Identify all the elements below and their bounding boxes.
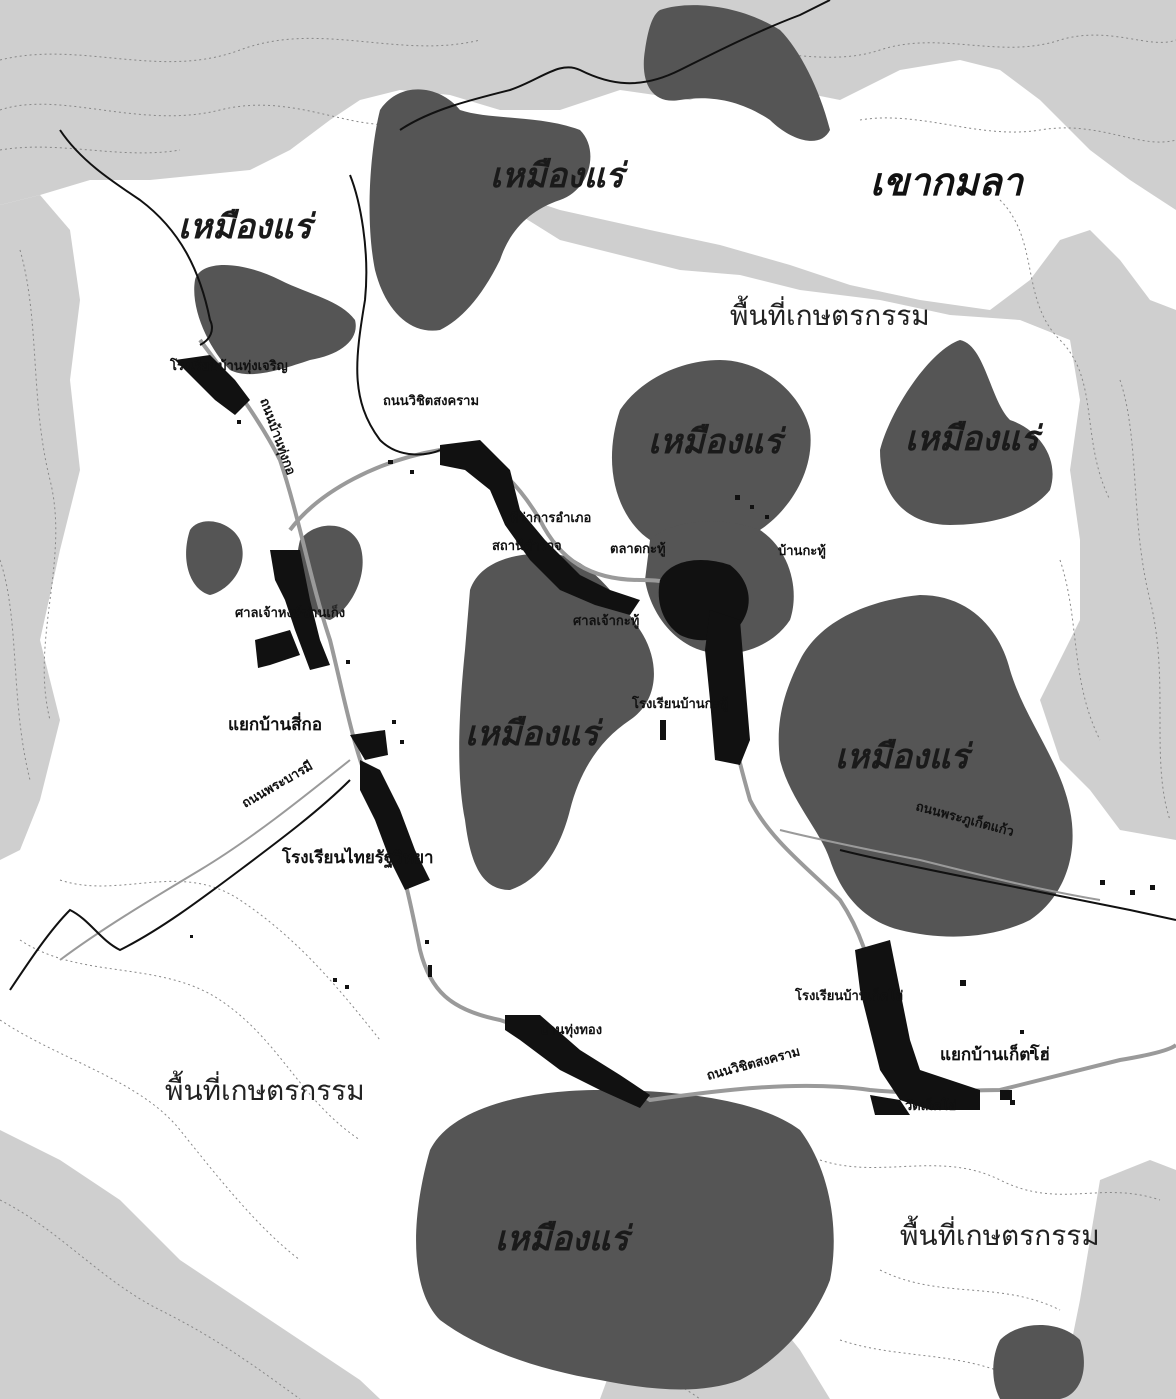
mine-area-center — [459, 553, 654, 890]
label-road-vichit-north: ถนนวิชิตสงคราม — [383, 394, 479, 409]
label-mine-south: เหมืองแร่ — [495, 1219, 634, 1259]
mine-areas — [186, 5, 1084, 1399]
hill-zone-west — [0, 195, 80, 860]
label-shrine-west: ศาลเจ้าหงษ์ซ่านเก็ง — [235, 603, 345, 621]
label-junction-west: แยกบ้านสี่กอ — [228, 712, 322, 735]
mine-area-north — [369, 89, 591, 331]
label-thung-thong: บ้านทุ่งทอง — [540, 1022, 602, 1038]
road-east — [779, 829, 1101, 901]
label-school-se: โรงเรียนบ้านเก็ตโฮ่ — [794, 986, 903, 1004]
label-district-office: ที่ว่าการอำเภอ — [510, 508, 591, 526]
river-east — [839, 849, 1176, 921]
built-area-thung-thong — [505, 1015, 650, 1108]
river-north-center — [349, 174, 441, 456]
mine-area-center-north — [611, 360, 811, 545]
label-kathu: บ้านกะทู้ — [778, 543, 826, 559]
mine-area-se-corner — [993, 1325, 1084, 1399]
building-dots — [190, 420, 1155, 1105]
rivers — [9, 0, 1176, 991]
river-west — [9, 779, 351, 991]
label-agri-north: พื้นที่เกษตรกรรม — [730, 295, 930, 332]
label-mine-nw: เหมืองแร่ — [178, 207, 317, 247]
road-prabaramee — [59, 759, 351, 961]
built-area-sw-strip — [360, 760, 430, 890]
hill-zone-southwest — [0, 1130, 380, 1399]
label-agri-se: พื้นที่เกษตรกรรม — [900, 1215, 1100, 1252]
label-junction-se: แยกบ้านเก็ตโฮ่ — [940, 1042, 1050, 1065]
label-mine-center-north: เหมืองแร่ — [648, 422, 787, 462]
built-area-se-temple — [870, 1095, 910, 1115]
mine-area-w-small — [186, 521, 243, 595]
mine-area-north-top — [643, 5, 830, 141]
hill-zone-southeast — [1060, 1160, 1176, 1399]
road-vichit-main — [198, 338, 1176, 1103]
area-labels: เหมืองแร่ เหมืองแร่ เขากมลา พื้นที่เกษตร… — [165, 156, 1100, 1259]
mine-area-east — [880, 340, 1053, 525]
label-school-center: โรงเรียนบ้านกะทู้ — [631, 695, 728, 712]
label-mine-center: เหมืองแร่ — [465, 714, 604, 754]
built-area-n-road — [440, 440, 640, 615]
label-agri-sw: พื้นที่เกษตรกรรม — [165, 1070, 365, 1107]
river-north-top — [399, 0, 831, 131]
label-temple-se: วัดเก็ตโฮ่ — [905, 1096, 956, 1114]
mine-area-east-lower — [778, 595, 1073, 937]
river-north — [59, 129, 213, 346]
label-station: สถานีตำรวจ — [492, 538, 562, 554]
mine-area-w-mid — [296, 525, 363, 620]
label-mine-north: เหมืองแร่ — [490, 156, 629, 196]
hill-zone-north — [0, 0, 1176, 210]
label-mountain: เขากมลา — [870, 160, 1025, 204]
built-area-w-shrine — [255, 630, 300, 668]
built-area-nw-school — [175, 355, 250, 415]
built-area-c-road — [705, 610, 750, 765]
hill-zone-northeast — [500, 190, 1176, 840]
label-market: ตลาดกะทู้ — [610, 541, 666, 557]
built-area-junction — [350, 730, 388, 760]
label-school-nw: โรงเรียนบ้านทุ่งเจริญ — [169, 357, 288, 374]
built-area-se-strip — [855, 940, 980, 1110]
mine-area-nw — [194, 265, 356, 375]
built-area-w-strip — [270, 550, 330, 670]
built-areas — [175, 355, 980, 1115]
label-mine-east-lower: เหมืองแร่ — [835, 737, 974, 777]
label-mine-east: เหมืองแร่ — [905, 419, 1044, 459]
label-shrine-center: ศาลเจ้ากะทู้ — [573, 613, 639, 629]
mine-area-south — [416, 1090, 834, 1390]
label-school-sw: โรงเรียนไทยรัฐวิทยา — [281, 847, 434, 869]
